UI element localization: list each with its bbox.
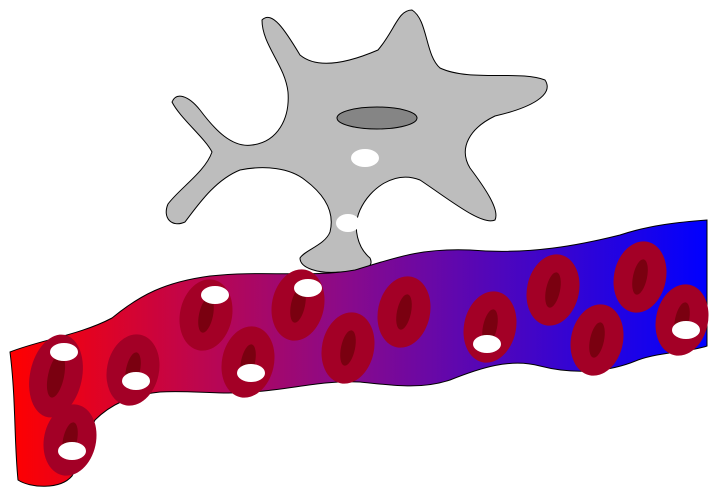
oxygen-marker [58,442,86,460]
astrocyte-nucleus [337,107,417,129]
oxygen-marker [294,279,322,297]
astrocyte [166,10,547,272]
oxygen-marker [201,286,229,304]
oxygen-marker [473,335,501,353]
oxygen-marker [237,364,265,382]
oxygen-marker [50,343,78,361]
astrocyte-vesicle [351,149,379,167]
astrocyte-endfoot-vesicle [336,214,360,232]
oxygen-marker [672,321,700,339]
oxygen-marker [122,372,150,390]
astrocyte-body [166,10,547,272]
